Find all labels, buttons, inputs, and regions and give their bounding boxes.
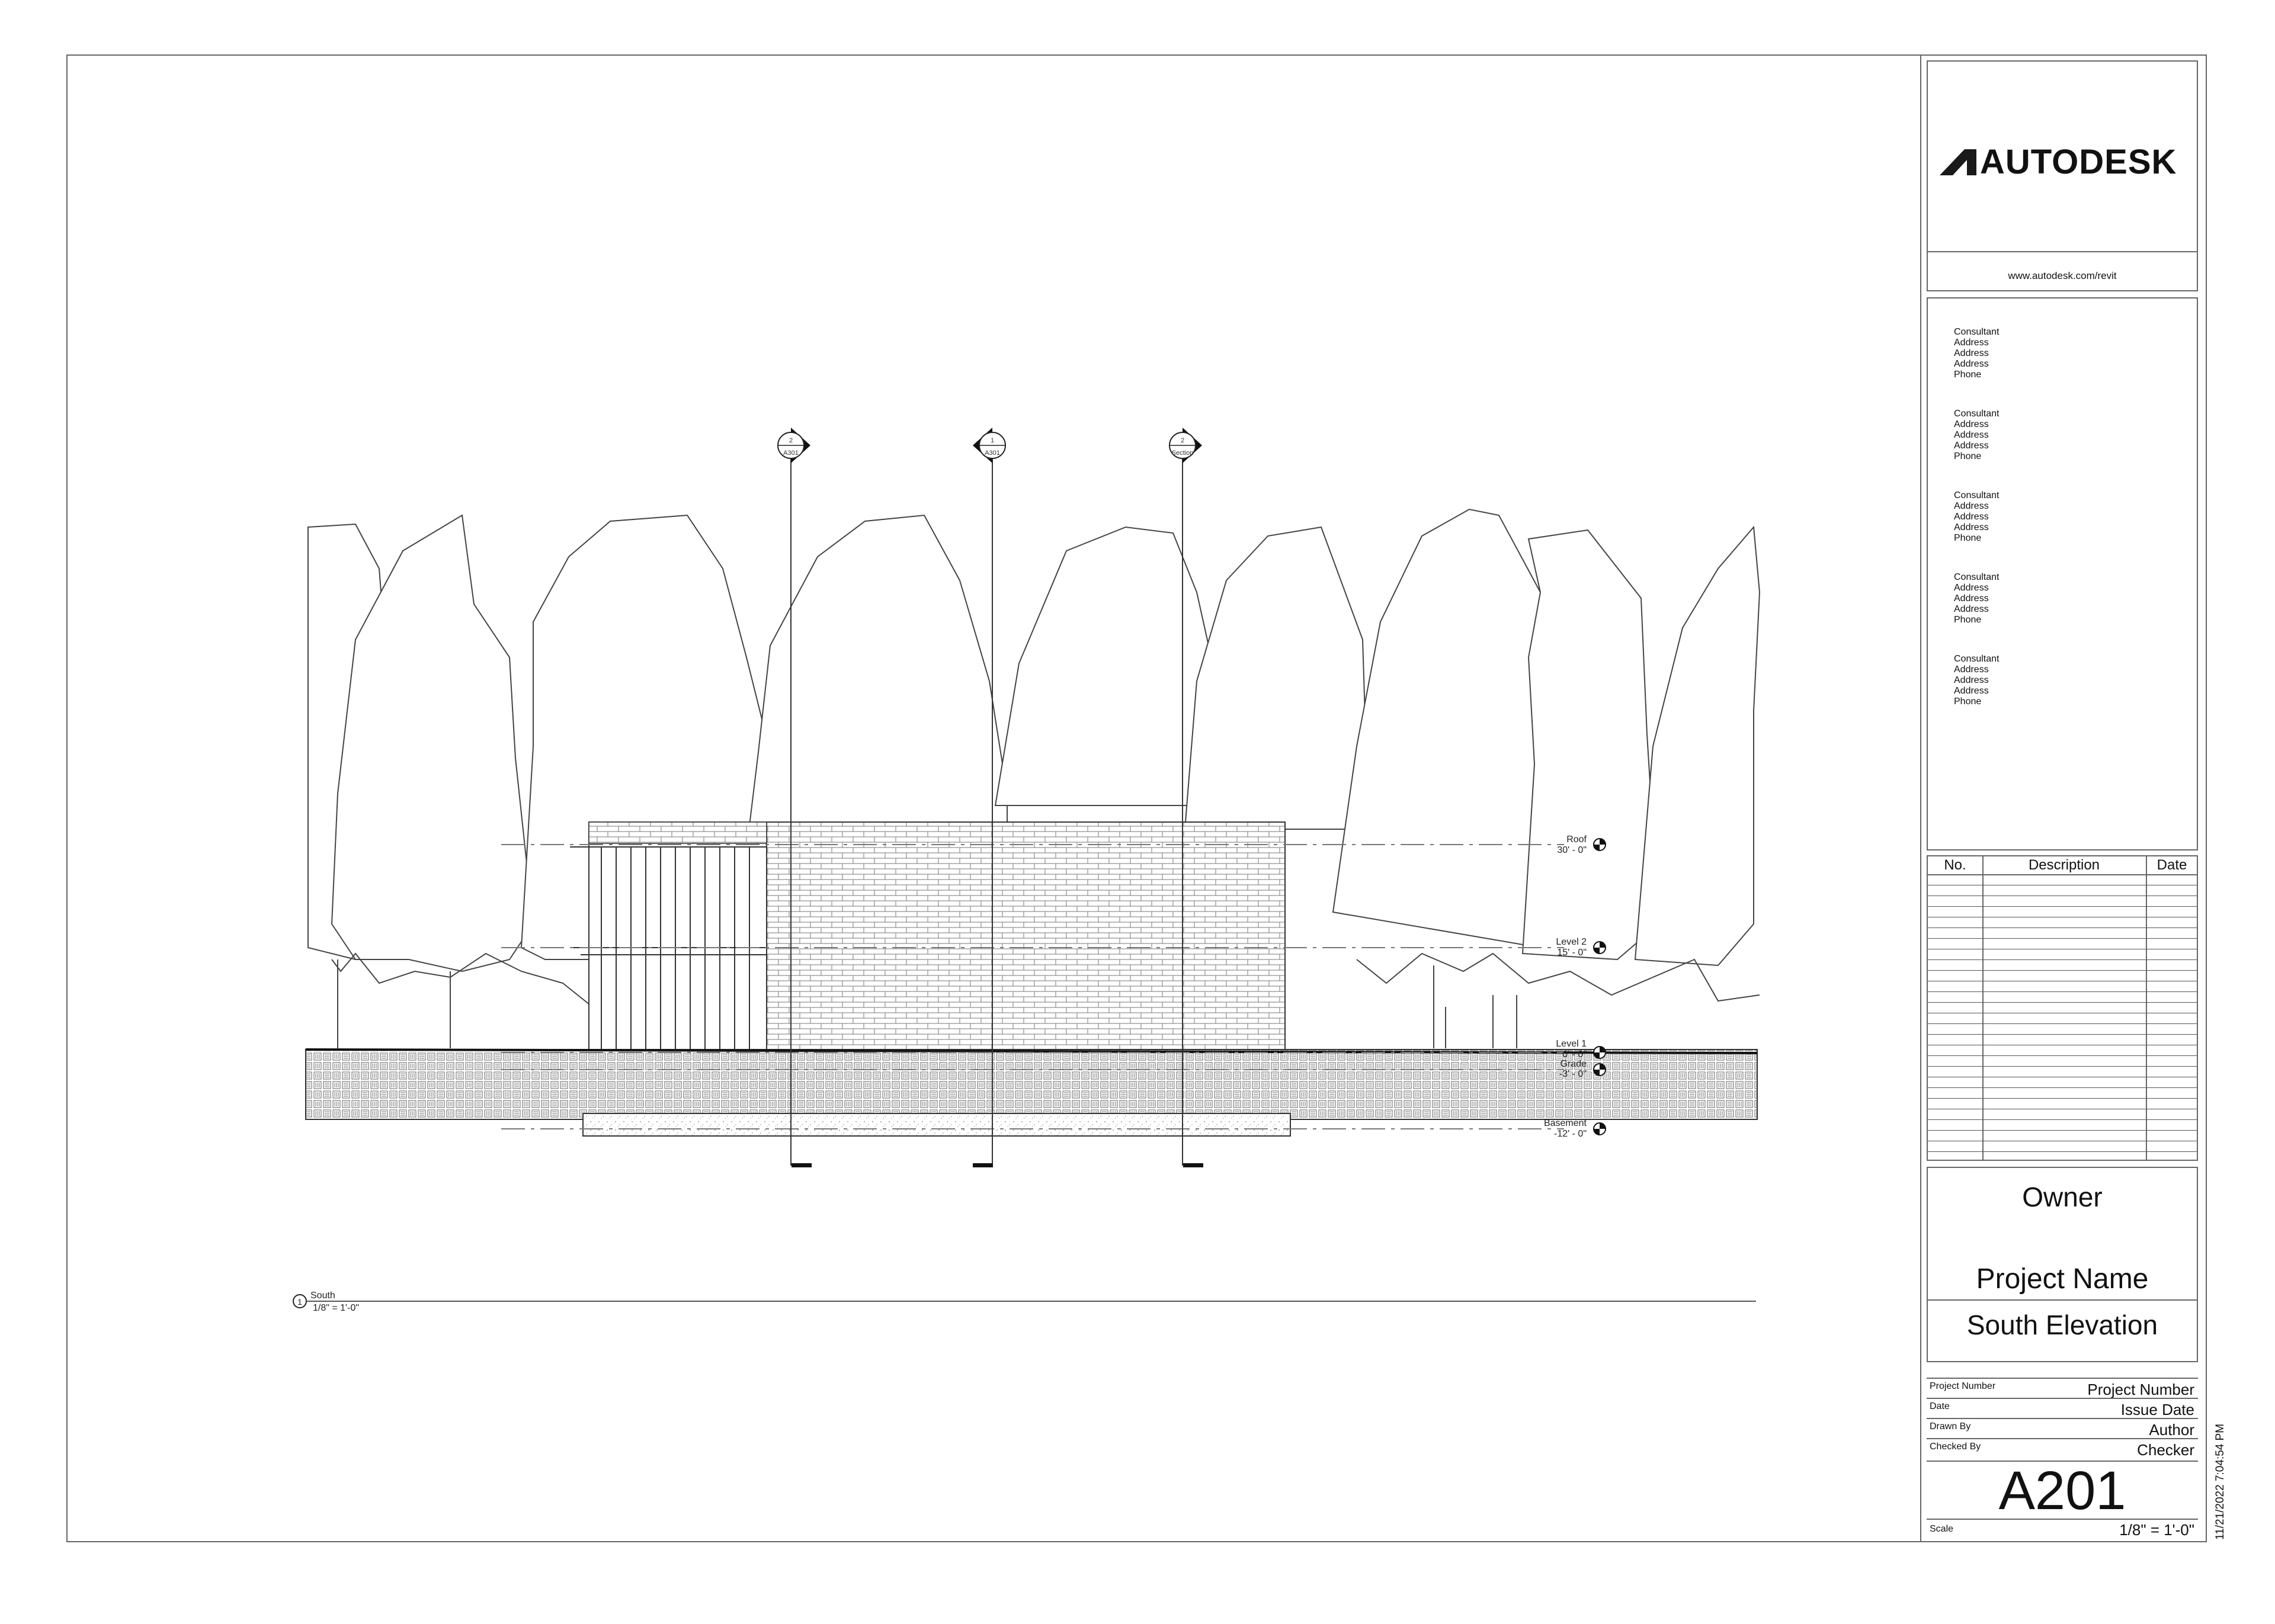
svg-text:Roof: Roof	[1566, 835, 1587, 845]
autodesk-logo-icon	[1940, 149, 1976, 175]
svg-text:1: 1	[991, 437, 994, 444]
south-elevation-drawing: Roof 30' - 0" Level 2 15' - 0" Level 1 0…	[293, 428, 1761, 1313]
svg-text:0' - 0": 0' - 0"	[1562, 1049, 1587, 1060]
revision-col-description: Description	[2028, 857, 2100, 873]
svg-text:Level 2: Level 2	[1556, 937, 1587, 947]
svg-text:Section: Section	[1172, 450, 1194, 457]
logo-panel: AUTODESK www.autodesk.com/revit	[1927, 60, 2198, 291]
svg-text:1: 1	[297, 1297, 302, 1307]
section-mark-2: 1 A301	[973, 428, 1006, 1167]
level-roof: Roof 30' - 0"	[1557, 835, 1606, 855]
svg-text:South: South	[310, 1291, 335, 1301]
svg-text:30' - 0": 30' - 0"	[1557, 845, 1587, 855]
project-info-panel: Owner Project Name South Elevation	[1927, 1167, 2198, 1362]
ground-soil	[305, 1049, 1758, 1120]
level-grade: Grade -3' - 0"	[1559, 1059, 1606, 1079]
view-title: 1 South 1/8" = 1'-0"	[293, 1291, 1756, 1313]
drawing-sheet-border	[66, 54, 1921, 1542]
svg-text:Level 1: Level 1	[1556, 1039, 1587, 1049]
svg-text:A301: A301	[985, 450, 1000, 457]
curtain-wall	[588, 821, 767, 1050]
revision-table-header: No. Description Date	[1928, 856, 2197, 875]
revision-table: No. Description Date	[1927, 855, 2198, 1161]
revision-col-no: No.	[1944, 857, 1966, 873]
logo-url: www.autodesk.com/revit	[2008, 270, 2117, 281]
foundation	[582, 1113, 1291, 1137]
sheet-number: A201	[1927, 1461, 2198, 1520]
project-name: Project Name	[1976, 1263, 2149, 1295]
svg-text:Basement: Basement	[1544, 1118, 1587, 1128]
revision-col-date: Date	[2157, 857, 2187, 873]
svg-text:Grade: Grade	[1561, 1059, 1587, 1069]
svg-text:2: 2	[1181, 437, 1184, 444]
sheet-name: South Elevation	[1966, 1310, 2158, 1340]
svg-text:1/8" = 1'-0": 1/8" = 1'-0"	[313, 1303, 359, 1313]
print-timestamp: 11/21/2022 7:04:54 PM	[2214, 1423, 2226, 1540]
section-mark-1: 2 A301	[777, 428, 812, 1167]
svg-text:15' - 0": 15' - 0"	[1557, 948, 1587, 958]
level-level-1: Level 1 0' - 0"	[1556, 1039, 1606, 1060]
logo-wordmark: AUTODESK	[1980, 143, 2177, 181]
svg-text:-3' - 0": -3' - 0"	[1559, 1069, 1587, 1079]
title-block: AUTODESK www.autodesk.com/revit Consulta…	[1921, 54, 2207, 1542]
owner-name: Owner	[2022, 1182, 2103, 1212]
level-markers: Roof 30' - 0" Level 2 15' - 0" Level 1 0…	[1544, 835, 1606, 1139]
level-level-2: Level 2 15' - 0"	[1556, 937, 1606, 958]
svg-text:2: 2	[789, 437, 793, 444]
tree-outlines	[307, 508, 1761, 973]
section-mark-3: 2 Section	[1169, 428, 1203, 1167]
level-basement: Basement -12' - 0"	[1544, 1118, 1606, 1139]
svg-text:-12' - 0": -12' - 0"	[1554, 1129, 1587, 1139]
svg-text:A301: A301	[783, 450, 799, 457]
section-marks: 2 A301 1 A301 2 Section	[777, 428, 1203, 1167]
